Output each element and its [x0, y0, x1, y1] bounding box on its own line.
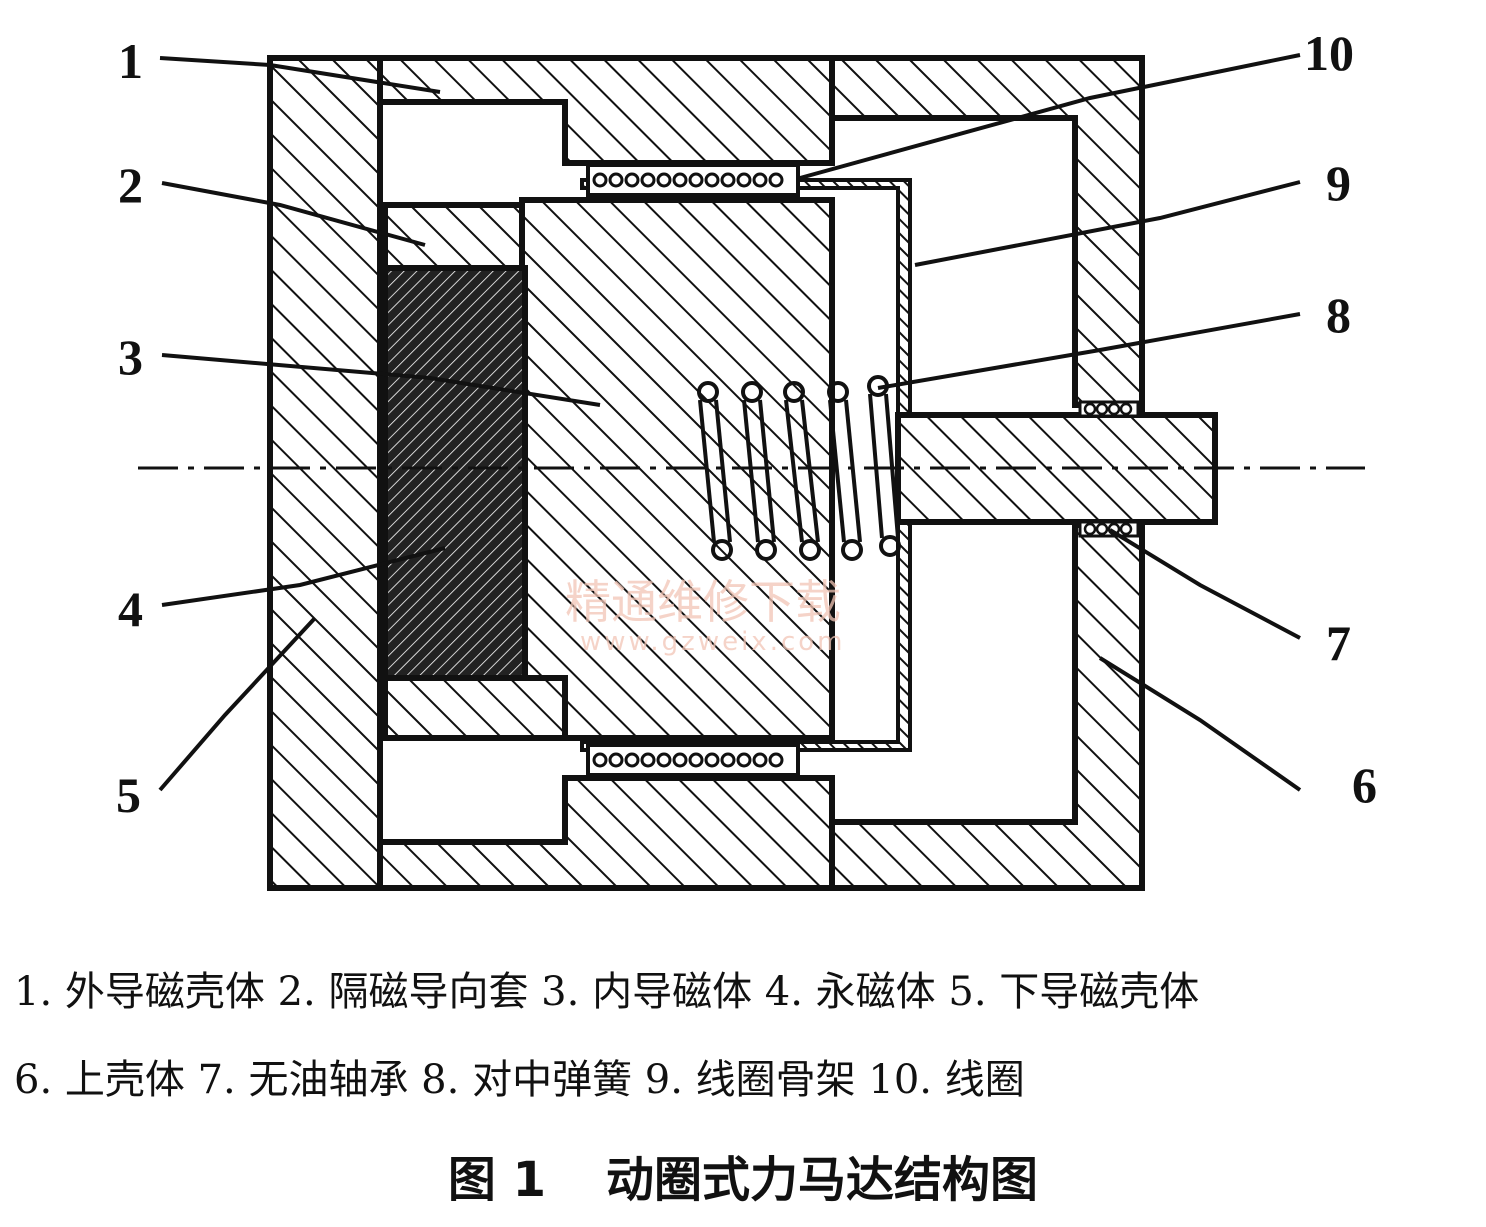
callout-1: 1 [118, 33, 143, 89]
oil-free-bearing [1078, 400, 1140, 538]
legend-line-2: 6. 上壳体 7. 无油轴承 8. 对中弹簧 9. 线圈骨架 10. 线圈 [14, 1057, 1025, 1103]
outer-magnetic-housing-top [377, 55, 851, 166]
force-motor-structure-diagram: 1 2 3 4 5 6 7 8 9 10 精通维修下载 www.gzweix.c… [116, 25, 1377, 891]
coil-bottom [586, 743, 800, 777]
coil-top [586, 163, 800, 197]
figure-number: 图 1 [447, 1152, 547, 1208]
centering-spring [697, 375, 901, 561]
leader-lines [158, 53, 1302, 792]
permanent-magnet [382, 265, 528, 681]
guide-sleeve-bottom [382, 675, 568, 741]
callout-3: 3 [118, 329, 143, 385]
callout-8: 8 [1326, 287, 1351, 343]
watermark-text: 精通维修下载 [565, 575, 841, 629]
callout-5: 5 [116, 767, 141, 823]
watermark-url: www.gzweix.com [580, 627, 846, 657]
callout-9: 9 [1326, 155, 1351, 211]
callout-4: 4 [118, 581, 143, 637]
callout-7: 7 [1326, 615, 1351, 671]
callout-6: 6 [1352, 757, 1377, 813]
callout-10: 10 [1304, 25, 1354, 81]
outer-magnetic-housing-bottom [377, 775, 851, 891]
figure-title: 动圈式力马达结构图 [606, 1152, 1039, 1208]
figure-caption: 图 1 动圈式力马达结构图 [0, 1140, 1486, 1210]
callout-2: 2 [118, 157, 143, 213]
lower-magnetic-housing [267, 55, 383, 891]
legend-line-1: 1. 外导磁壳体 2. 隔磁导向套 3. 内导磁体 4. 永磁体 5. 下导磁壳… [14, 969, 1200, 1015]
